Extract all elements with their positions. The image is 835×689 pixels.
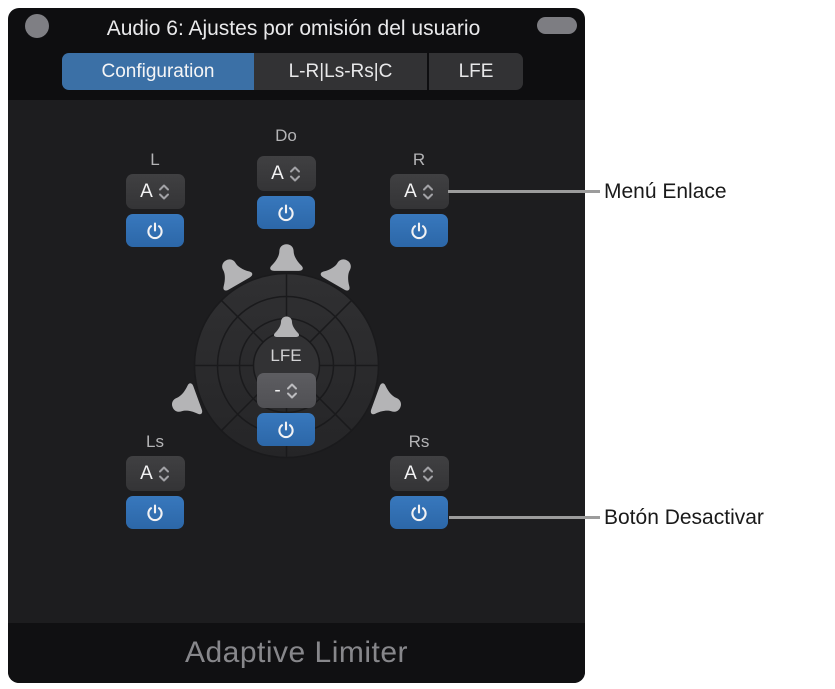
power-icon [411, 503, 427, 521]
link-menu-value: A [404, 462, 417, 484]
speaker-icon-center-c [270, 244, 303, 271]
channel-ls-label: Ls [146, 432, 164, 451]
channel-r-link-menu[interactable]: A [389, 174, 449, 209]
close-icon[interactable] [25, 14, 49, 38]
channel-ls: Ls A [125, 432, 185, 529]
up-down-chevrons-icon [422, 466, 433, 481]
speaker-icon-left-surround [172, 383, 203, 415]
channel-rs-label: Rs [408, 432, 430, 451]
channel-rs-link-menu[interactable]: A [389, 456, 449, 491]
window-title: Audio 6: Ajustes por omisión del usuario [106, 17, 481, 40]
channel-r: R A [389, 150, 449, 247]
channel-ls-link-menu[interactable]: A [125, 456, 185, 491]
power-icon [147, 503, 163, 521]
channel-lfe-label: LFE [270, 346, 302, 365]
up-down-chevrons-icon [422, 184, 433, 199]
link-menu-value: A [404, 180, 417, 202]
up-down-chevrons-icon [286, 383, 297, 398]
power-icon [278, 203, 294, 221]
channel-l: L A [125, 150, 185, 247]
speaker-icon-inner [273, 316, 300, 337]
plugin-name-bar: Adaptive Limiter [8, 623, 585, 683]
plugin-window: Audio 6: Ajustes por omisión del usuario… [8, 8, 585, 683]
channel-r-power-button[interactable] [390, 214, 448, 247]
channel-lfe: LFE - [256, 346, 316, 446]
tab-configuration[interactable]: Configuration [62, 53, 254, 90]
channel-lfe-link-menu[interactable]: - [256, 373, 316, 408]
speaker-icon-right [320, 259, 351, 291]
power-icon [278, 420, 294, 438]
lozenge-icon[interactable] [537, 17, 577, 34]
callout-line-link-menu [448, 190, 600, 193]
power-icon [411, 221, 427, 239]
channel-l-link-menu[interactable]: A [125, 174, 185, 209]
plugin-name: Adaptive Limiter [184, 636, 409, 669]
power-icon [147, 221, 163, 239]
speaker-icons [172, 244, 401, 415]
panner-spokes [194, 273, 379, 458]
tab-lfe[interactable]: LFE [429, 53, 523, 90]
speaker-icon-right-surround [370, 383, 401, 415]
channel-do-link-menu[interactable]: A [256, 156, 316, 191]
tab-lr-lsrs-c[interactable]: L-R|Ls-Rs|C [254, 53, 429, 90]
channel-ls-power-button[interactable] [126, 496, 184, 529]
link-menu-value: - [274, 379, 281, 401]
link-menu-value: A [140, 462, 153, 484]
channel-l-label: L [150, 150, 160, 169]
link-menu-value: A [271, 162, 284, 184]
channel-lfe-power-button[interactable] [257, 413, 315, 446]
callout-line-disable-button [449, 516, 600, 519]
annotation-link-menu: Menú Enlace [604, 180, 727, 203]
channel-l-power-button[interactable] [126, 214, 184, 247]
speaker-icon-left [222, 259, 253, 291]
channel-do-power-button[interactable] [257, 196, 315, 229]
titlebar: Audio 6: Ajustes por omisión del usuario [8, 8, 585, 53]
up-down-chevrons-icon [158, 184, 169, 199]
channel-do-label: Do [275, 126, 297, 145]
up-down-chevrons-icon [158, 466, 169, 481]
annotation-disable-button: Botón Desactivar [604, 506, 764, 529]
channel-rs: Rs A [389, 432, 449, 529]
channel-r-label: R [412, 150, 426, 169]
tab-bar: Configuration L-R|Ls-Rs|C LFE [62, 53, 523, 90]
link-menu-value: A [140, 180, 153, 202]
channel-rs-power-button[interactable] [390, 496, 448, 529]
channel-do: Do A [256, 126, 316, 229]
up-down-chevrons-icon [289, 166, 300, 181]
